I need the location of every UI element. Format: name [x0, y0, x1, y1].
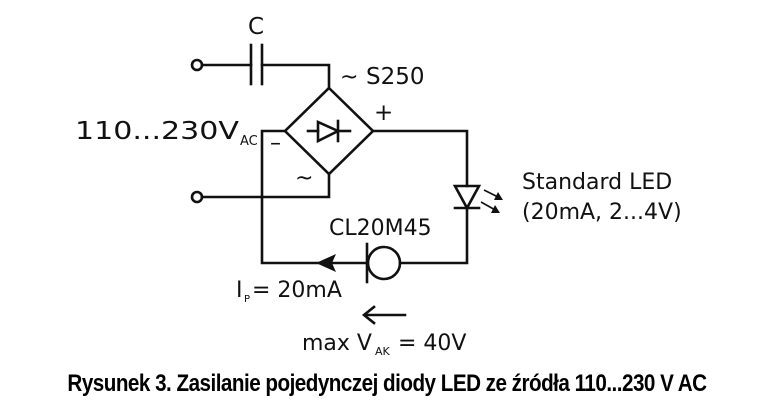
- input-terminal-bottom-icon: [190, 190, 204, 204]
- current-label-value: = 20mA: [252, 278, 342, 303]
- regulator-label: CL20M45: [329, 216, 432, 241]
- bridge-minus-label: –: [270, 131, 281, 156]
- led-icon: [452, 184, 503, 213]
- led-label-line2: (20mA, 2...4V): [522, 200, 682, 225]
- current-label-sub: P: [244, 294, 250, 305]
- capacitor-icon: [249, 43, 264, 86]
- arrow-left-icon: [361, 305, 407, 325]
- supply-voltage-sub-label: AC: [240, 134, 258, 149]
- wire-cap-to-bridge: [260, 63, 331, 90]
- current-regulator-icon: [365, 242, 402, 284]
- wire-minus-rail: [260, 129, 320, 265]
- bridge-label: S250: [366, 64, 425, 90]
- bridge-ac-top-label: ~: [340, 65, 358, 90]
- circuit-diagram: C ~ S250 + – ~ 110...230V AC Standard LE…: [75, 14, 682, 358]
- current-label: I: [236, 278, 243, 303]
- vak-label-value: = 40V: [391, 331, 466, 356]
- bridge-rectifier-icon: [283, 86, 375, 176]
- bridge-ac-bottom-label: ~: [295, 166, 313, 191]
- vak-label: max V: [302, 331, 372, 356]
- capacitor-label: C: [248, 14, 264, 40]
- figure-caption: Rysunek 3. Zasilanie pojedynczej diody L…: [67, 370, 707, 397]
- input-terminal-top-icon: [190, 58, 204, 72]
- bridge-plus-label: +: [374, 100, 393, 126]
- wire-led-to-regulator: [398, 206, 469, 265]
- current-arrow-icon: [316, 254, 336, 272]
- led-label-line1: Standard LED: [522, 170, 672, 195]
- wire-plus-rail: [371, 129, 469, 188]
- supply-voltage-label: 110...230V: [75, 116, 239, 145]
- wire-bottom-input: [200, 172, 331, 199]
- vak-label-sub: AK: [375, 345, 391, 358]
